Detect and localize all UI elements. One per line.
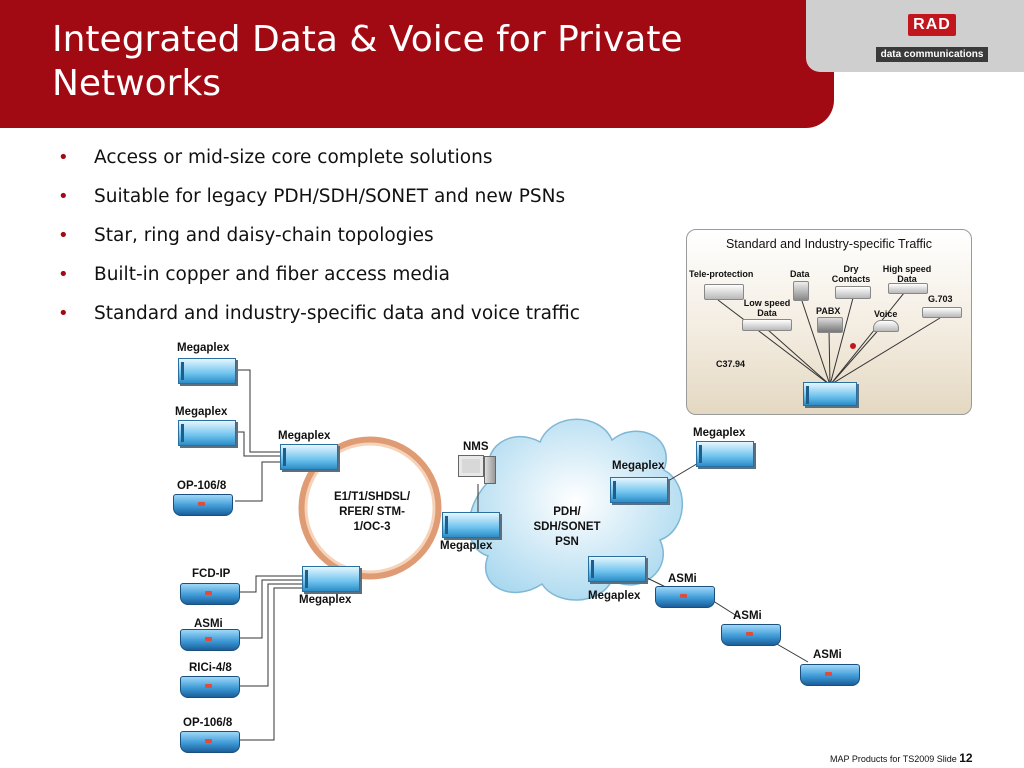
megaplex-label: Megaplex (440, 540, 493, 552)
bullet-icon: • (58, 186, 69, 207)
pabx-device-icon (817, 317, 843, 333)
megaplex-label: Megaplex (177, 342, 230, 354)
megaplex-device-icon (280, 444, 338, 470)
asmi-device-icon (180, 629, 240, 651)
ring-label: E1/T1/SHDSL/ RFER/ STM-1/OC-3 (333, 491, 411, 533)
nms-computer-icon (458, 455, 484, 477)
high-speed-data-label: High speed Data (882, 264, 932, 284)
megaplex-device-icon (803, 382, 857, 406)
bullet-list: •Access or mid-size core complete soluti… (58, 146, 580, 341)
megaplex-device-icon (178, 358, 236, 384)
bullet-item: •Star, ring and daisy-chain topologies (58, 225, 434, 246)
title-bar (0, 0, 834, 128)
fcdip-label: FCD-IP (192, 568, 231, 580)
dry-contacts-label: Dry Contacts (831, 264, 871, 284)
op106-label: OP-106/8 (177, 480, 227, 492)
asmi-device-icon (655, 586, 715, 608)
megaplex-label: Megaplex (175, 406, 228, 418)
low-speed-data-label: Low speed Data (743, 298, 791, 318)
pabx-label: PABX (816, 306, 841, 316)
g703-label: G.703 (928, 294, 953, 304)
asmi-label: ASMi (733, 610, 762, 622)
ring-inner (304, 442, 436, 574)
c3794-label: C37.94 (716, 359, 746, 369)
low-speed-data-device-icon (742, 319, 792, 331)
voice-phone-icon (873, 320, 899, 332)
logo-tagline: data communications (876, 47, 988, 62)
nms-tower-icon (484, 456, 496, 484)
megaplex-label: Megaplex (278, 430, 331, 442)
asmi-label: ASMi (668, 573, 697, 585)
op106-device-icon (173, 494, 233, 516)
data-device-icon (793, 281, 809, 301)
bullet-icon: • (58, 225, 69, 246)
bullet-item: •Built-in copper and fiber access media (58, 264, 451, 285)
rad-logo: RAD (908, 14, 956, 36)
g703-device-icon (922, 307, 962, 318)
asmi-device-icon (800, 664, 860, 686)
rici-label: RICi-4/8 (189, 662, 232, 674)
op106-label: OP-106/8 (183, 717, 233, 729)
dry-contacts-device-icon (835, 286, 871, 299)
voice-label: Voice (874, 309, 898, 319)
rici-device-icon (180, 676, 240, 698)
megaplex-device-icon (588, 556, 646, 582)
tele-protection-label: Tele-protection (689, 269, 754, 279)
slide-number: 12 (959, 751, 973, 765)
high-speed-data-device-icon (888, 283, 928, 294)
psn-cloud (468, 418, 684, 601)
data-label: Data (790, 269, 810, 279)
nms-label: NMS (463, 441, 489, 453)
megaplex-device-icon (442, 512, 500, 538)
bullet-item: •Access or mid-size core complete soluti… (58, 147, 493, 168)
voice-port-dot (850, 343, 856, 349)
asmi-label: ASMi (194, 618, 223, 630)
bullet-icon: • (58, 264, 69, 285)
teleprotection-device-icon (704, 284, 744, 300)
bullet-icon: • (58, 303, 69, 324)
bullet-icon: • (58, 147, 69, 168)
megaplex-label: Megaplex (693, 427, 746, 439)
bullet-item: •Standard and industry-specific data and… (58, 303, 580, 324)
asmi-device-icon (721, 624, 781, 646)
megaplex-device-icon (696, 441, 754, 467)
asmi-label: ASMi (813, 649, 842, 661)
slide-footer: MAP Products for TS2009 Slide 12 (830, 751, 973, 765)
megaplex-label: Megaplex (299, 594, 352, 606)
op106-device-icon (180, 731, 240, 753)
megaplex-device-icon (610, 477, 668, 503)
fcdip-device-icon (180, 583, 240, 605)
ring-outline (298, 436, 442, 580)
slide-title: Integrated Data & Voice for Private Netw… (52, 19, 683, 104)
traffic-panel-title: Standard and Industry-specific Traffic (725, 237, 933, 251)
megaplex-device-icon (178, 420, 236, 446)
psn-cloud-label: PDH/ SDH/SONET PSN (533, 506, 601, 548)
megaplex-label: Megaplex (588, 590, 641, 602)
megaplex-label: Megaplex (612, 460, 665, 472)
megaplex-device-icon (302, 566, 360, 592)
bullet-item: •Suitable for legacy PDH/SDH/SONET and n… (58, 186, 566, 207)
